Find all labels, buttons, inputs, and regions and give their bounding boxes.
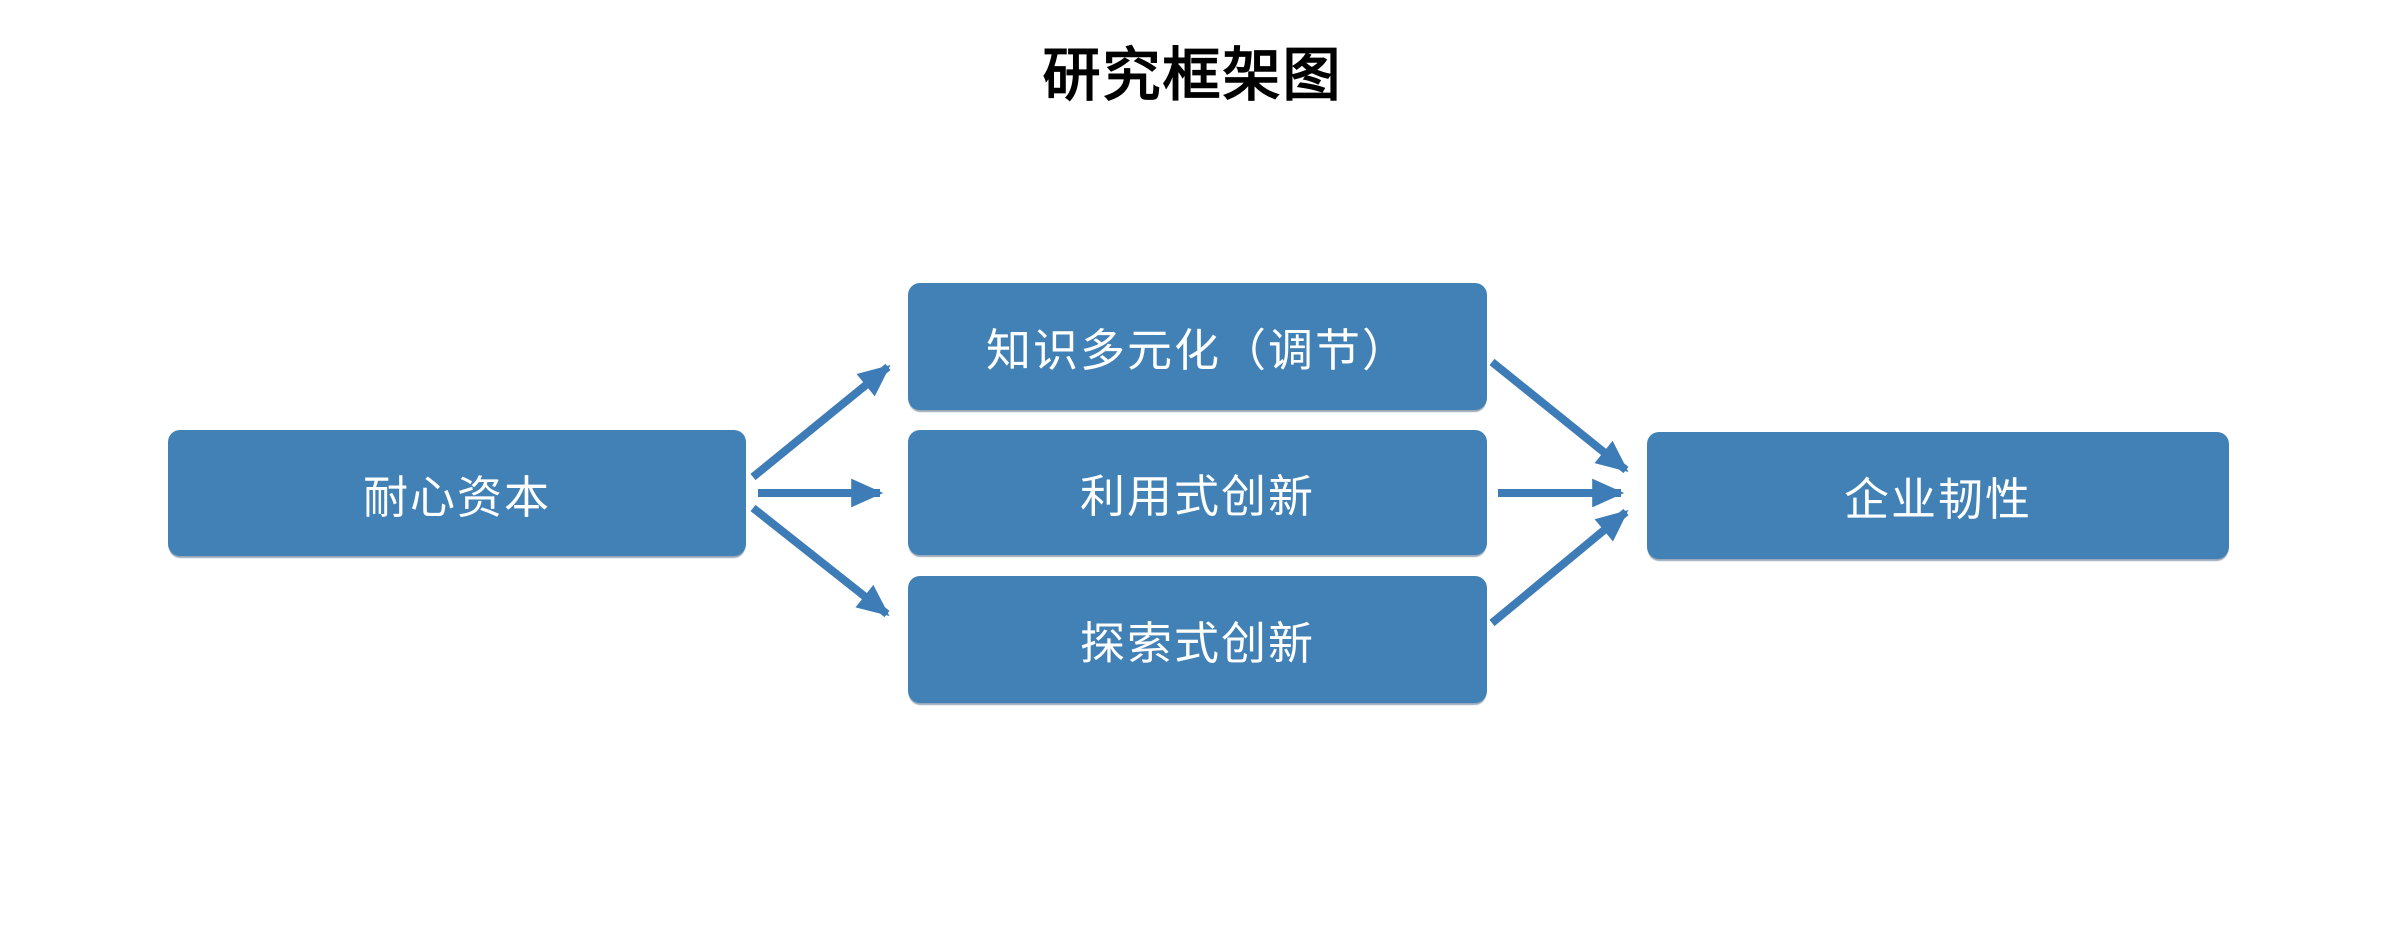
node-patient-capital: 耐心资本	[168, 430, 746, 556]
arrow-knowledge-to-resilience	[1489, 358, 1629, 474]
node-exploratory-innovation: 探索式创新	[908, 576, 1487, 703]
arrow-patient-to-knowledge	[750, 363, 891, 481]
diagram-title: 研究框架图	[1042, 43, 1343, 108]
arrow-patient-to-exploratory	[750, 504, 890, 618]
node-enterprise-resilience: 企业韧性	[1647, 432, 2229, 559]
node-knowledge-diversification: 知识多元化（调节）	[908, 283, 1487, 410]
node-exploitative-innovation: 利用式创新	[908, 430, 1487, 555]
arrow-exploratory-to-resilience	[1489, 508, 1629, 627]
